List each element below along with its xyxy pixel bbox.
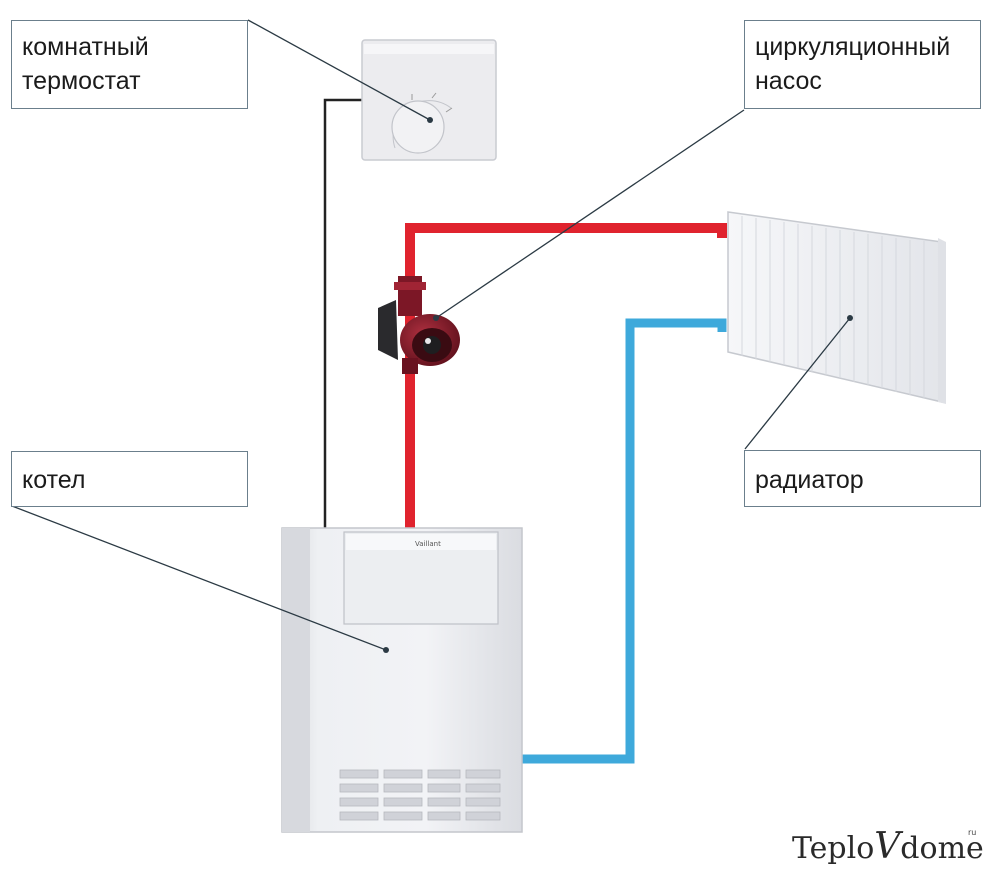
room-thermostat-device [361,39,497,161]
logo-text-a: Teplo [792,831,875,866]
boiler-label-box [11,451,248,507]
logo-suffix: ru [968,828,977,837]
thermostat-label-box [11,20,248,109]
thermostat-label-line2: термостат [22,67,141,95]
radiator-leader [744,317,851,450]
logo-text-v: V [874,826,901,867]
pump-label-line1: циркуляционный [755,33,951,61]
svg-text:Vaillant: Vaillant [415,540,441,548]
teplovdome-logo: TeploVdome ru [792,826,984,867]
supply-pipe [405,223,727,528]
pump-leader [435,109,745,319]
radiator-label: радиатор [755,466,864,494]
boiler-leader [11,505,387,651]
leader-dots [383,117,853,653]
pump-label-box [744,20,981,109]
control-wire [323,98,362,530]
thermostat-label-line1: комнатный [22,33,149,61]
circulation-pump-device [378,276,460,374]
radiator-device [727,211,946,404]
leader-lines [11,19,851,651]
boiler-label: котел [22,466,86,494]
logo-text-b: dome [900,831,984,866]
boiler-device: Vaillant [281,527,523,833]
pump-label-line2: насос [755,67,822,95]
radiator-label-box [744,450,981,507]
thermostat-leader [247,19,431,121]
return-pipe [522,318,727,764]
